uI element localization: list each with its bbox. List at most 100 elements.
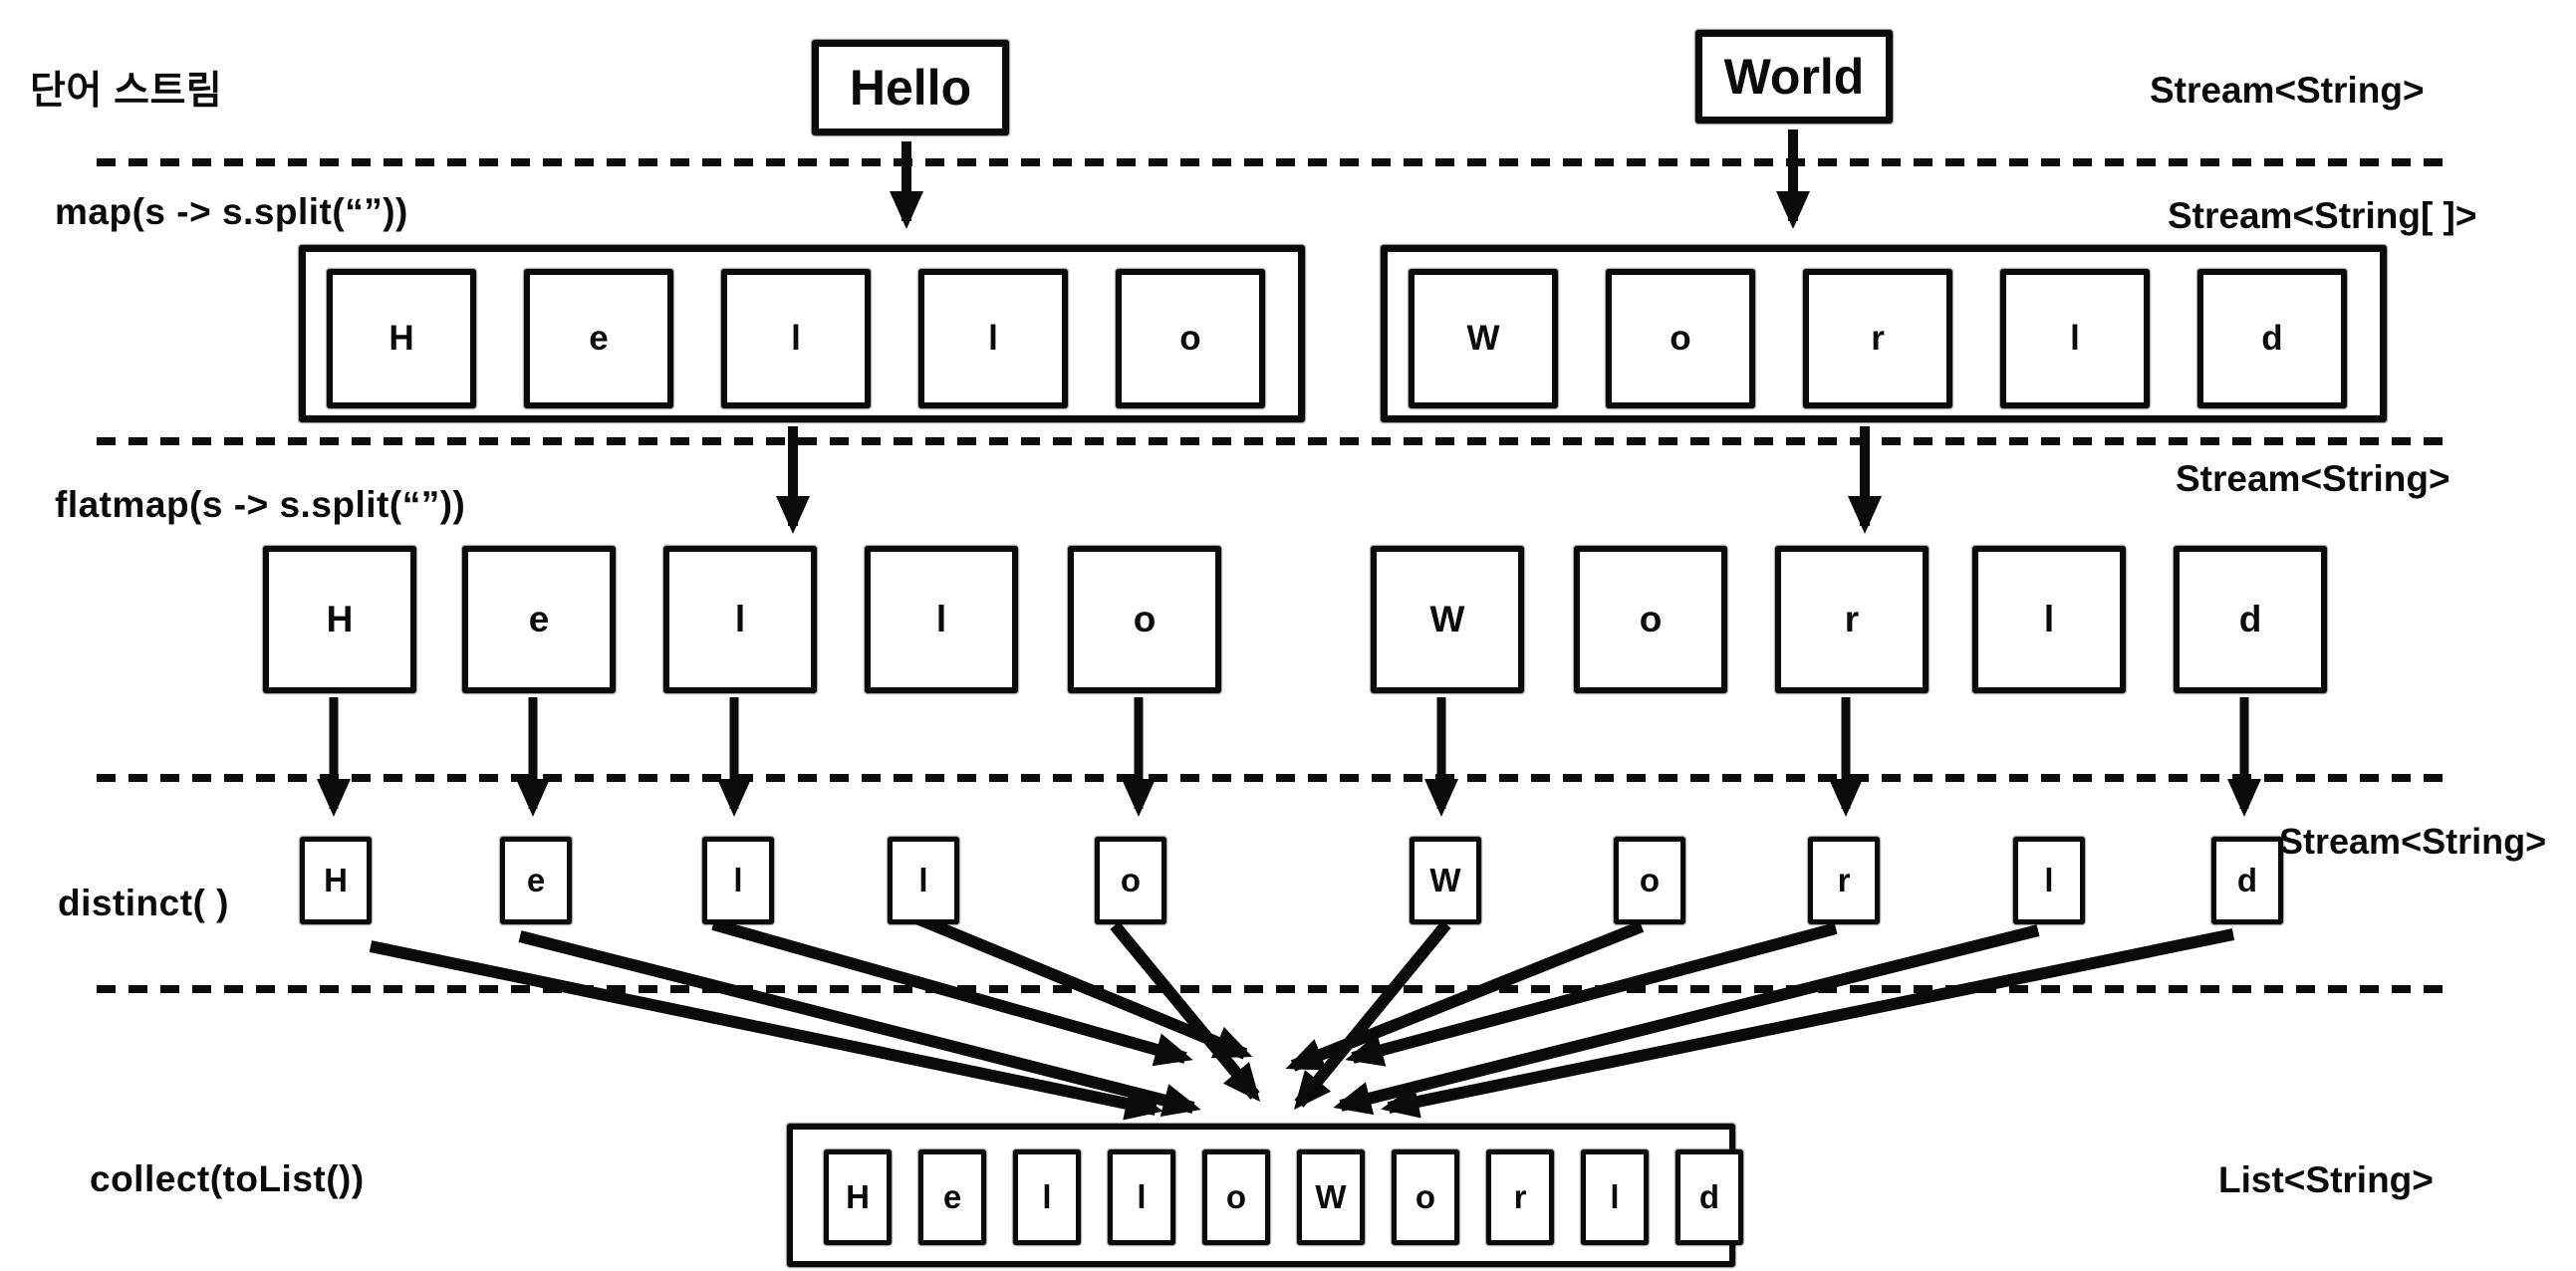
word-hello: Hello (849, 60, 972, 116)
flatmap-cell: l (663, 546, 817, 693)
distinct-letter: r (1837, 862, 1851, 898)
word-box-hello: Hello (812, 40, 1009, 135)
type-label-source: Stream<String> (2150, 70, 2425, 111)
map-cell: d (2197, 269, 2347, 408)
flatmap-cell: e (462, 546, 616, 693)
flatmap-cell: r (1775, 546, 1929, 693)
map-cell: l (721, 269, 871, 408)
collect-cell: o (1392, 1149, 1459, 1245)
map-cell: l (918, 269, 1068, 408)
map-cell: e (524, 269, 673, 408)
map-letter: l (791, 319, 801, 358)
type-label-map: Stream<String[ ]> (2168, 195, 2477, 236)
map-letter: d (2261, 319, 2283, 358)
map-cell: o (1606, 269, 1755, 408)
collect-cell: W (1297, 1149, 1365, 1245)
map-letter: e (589, 319, 609, 358)
collect-letter: l (1137, 1178, 1147, 1215)
map-letter: W (1466, 319, 1500, 358)
distinct-cell: r (1808, 837, 1880, 924)
type-label-distinct: Stream<String> (2279, 821, 2547, 862)
arrow-collect-r (1345, 922, 1838, 1067)
distinct-cell: e (500, 837, 572, 924)
row-label-collect: collect(toList()) (90, 1158, 365, 1199)
flatmap-cell: o (1574, 546, 1727, 693)
collect-letter: o (1225, 1178, 1247, 1215)
flatmap-cell: l (1972, 546, 2126, 693)
distinct-cell: o (1095, 837, 1166, 924)
collect-cell: e (918, 1149, 986, 1245)
flatmap-letter: r (1844, 599, 1860, 639)
type-label-flatmap: Stream<String> (2176, 458, 2450, 499)
row-label-source: 단어 스트림 (30, 70, 223, 113)
flatmap-letter: e (528, 599, 550, 639)
distinct-letter: H (324, 862, 348, 898)
arrow-collect-e (518, 930, 1201, 1118)
distinct-letter: l (733, 862, 743, 898)
distinct-letter: l (2044, 862, 2054, 898)
map-cell: o (1116, 269, 1265, 408)
distinct-letter: W (1429, 862, 1461, 898)
map-cell: r (1803, 269, 1952, 408)
flatmap-letter: o (1133, 599, 1157, 639)
flatmap-letter: o (1639, 599, 1663, 639)
map-letter: o (1670, 319, 1691, 358)
collect-letter: o (1415, 1178, 1436, 1215)
map-cell: H (327, 269, 476, 408)
flatmap-letter: l (734, 599, 746, 639)
flatmap-cell: W (1371, 546, 1524, 693)
arrow-collect-l1 (711, 918, 1193, 1067)
flatmap-letter: H (326, 599, 354, 639)
collect-letter: W (1315, 1178, 1347, 1215)
distinct-letter: o (1120, 862, 1142, 898)
distinct-cell: H (300, 837, 372, 924)
collect-cell: o (1202, 1149, 1270, 1245)
collect-cell: d (1675, 1149, 1743, 1245)
flatmap-letter: l (2043, 599, 2055, 639)
map-cell: l (2000, 269, 2150, 408)
collect-cell: l (1013, 1149, 1081, 1245)
distinct-cell: l (2013, 837, 2085, 924)
arrow-collect-w (1293, 920, 1451, 1111)
collect-letter: H (846, 1178, 870, 1215)
arrow-collect-o1 (1110, 921, 1261, 1103)
type-label-collect: List<String> (2218, 1159, 2434, 1200)
distinct-letter: l (918, 862, 928, 898)
collect-cell: H (824, 1149, 892, 1245)
map-cell: W (1409, 269, 1558, 408)
arrow-collect-h (369, 940, 1163, 1121)
distinct-letter: e (526, 862, 546, 898)
flatmap-letter: W (1429, 599, 1465, 639)
arrow-collect-l2 (911, 911, 1253, 1060)
collect-letter: l (1610, 1178, 1620, 1215)
distinct-cell: d (2211, 837, 2283, 924)
map-letter: l (2070, 319, 2080, 358)
distinct-letter: d (2236, 862, 2258, 898)
flatmap-letter: l (935, 599, 947, 639)
collect-letter: r (1513, 1178, 1527, 1215)
distinct-cell: o (1614, 837, 1685, 924)
collect-cell: l (1581, 1149, 1649, 1245)
flatmap-cell: d (2174, 546, 2327, 693)
word-box-world: World (1695, 30, 1893, 124)
map-letter: l (988, 319, 998, 358)
distinct-cell: l (702, 837, 774, 924)
flatmap-cell: l (865, 546, 1018, 693)
collect-letter: e (942, 1178, 962, 1215)
flatmap-cell: H (263, 546, 416, 693)
distinct-letter: o (1639, 862, 1661, 898)
collect-letter: d (1698, 1178, 1720, 1215)
distinct-cell: W (1410, 837, 1481, 924)
row-label-flatmap: flatmap(s -> s.split(“”)) (55, 484, 466, 525)
word-world: World (1723, 49, 1865, 105)
map-letter: H (388, 319, 414, 358)
row-label-distinct: distinct( ) (58, 883, 229, 923)
row-label-map: map(s -> s.split(“”)) (55, 191, 408, 232)
map-letter: r (1871, 319, 1885, 358)
arrow-collect-l3 (1333, 924, 2040, 1116)
collect-letter: l (1042, 1178, 1052, 1215)
distinct-cell: l (888, 837, 959, 924)
arrow-collect-d (1381, 928, 2235, 1119)
